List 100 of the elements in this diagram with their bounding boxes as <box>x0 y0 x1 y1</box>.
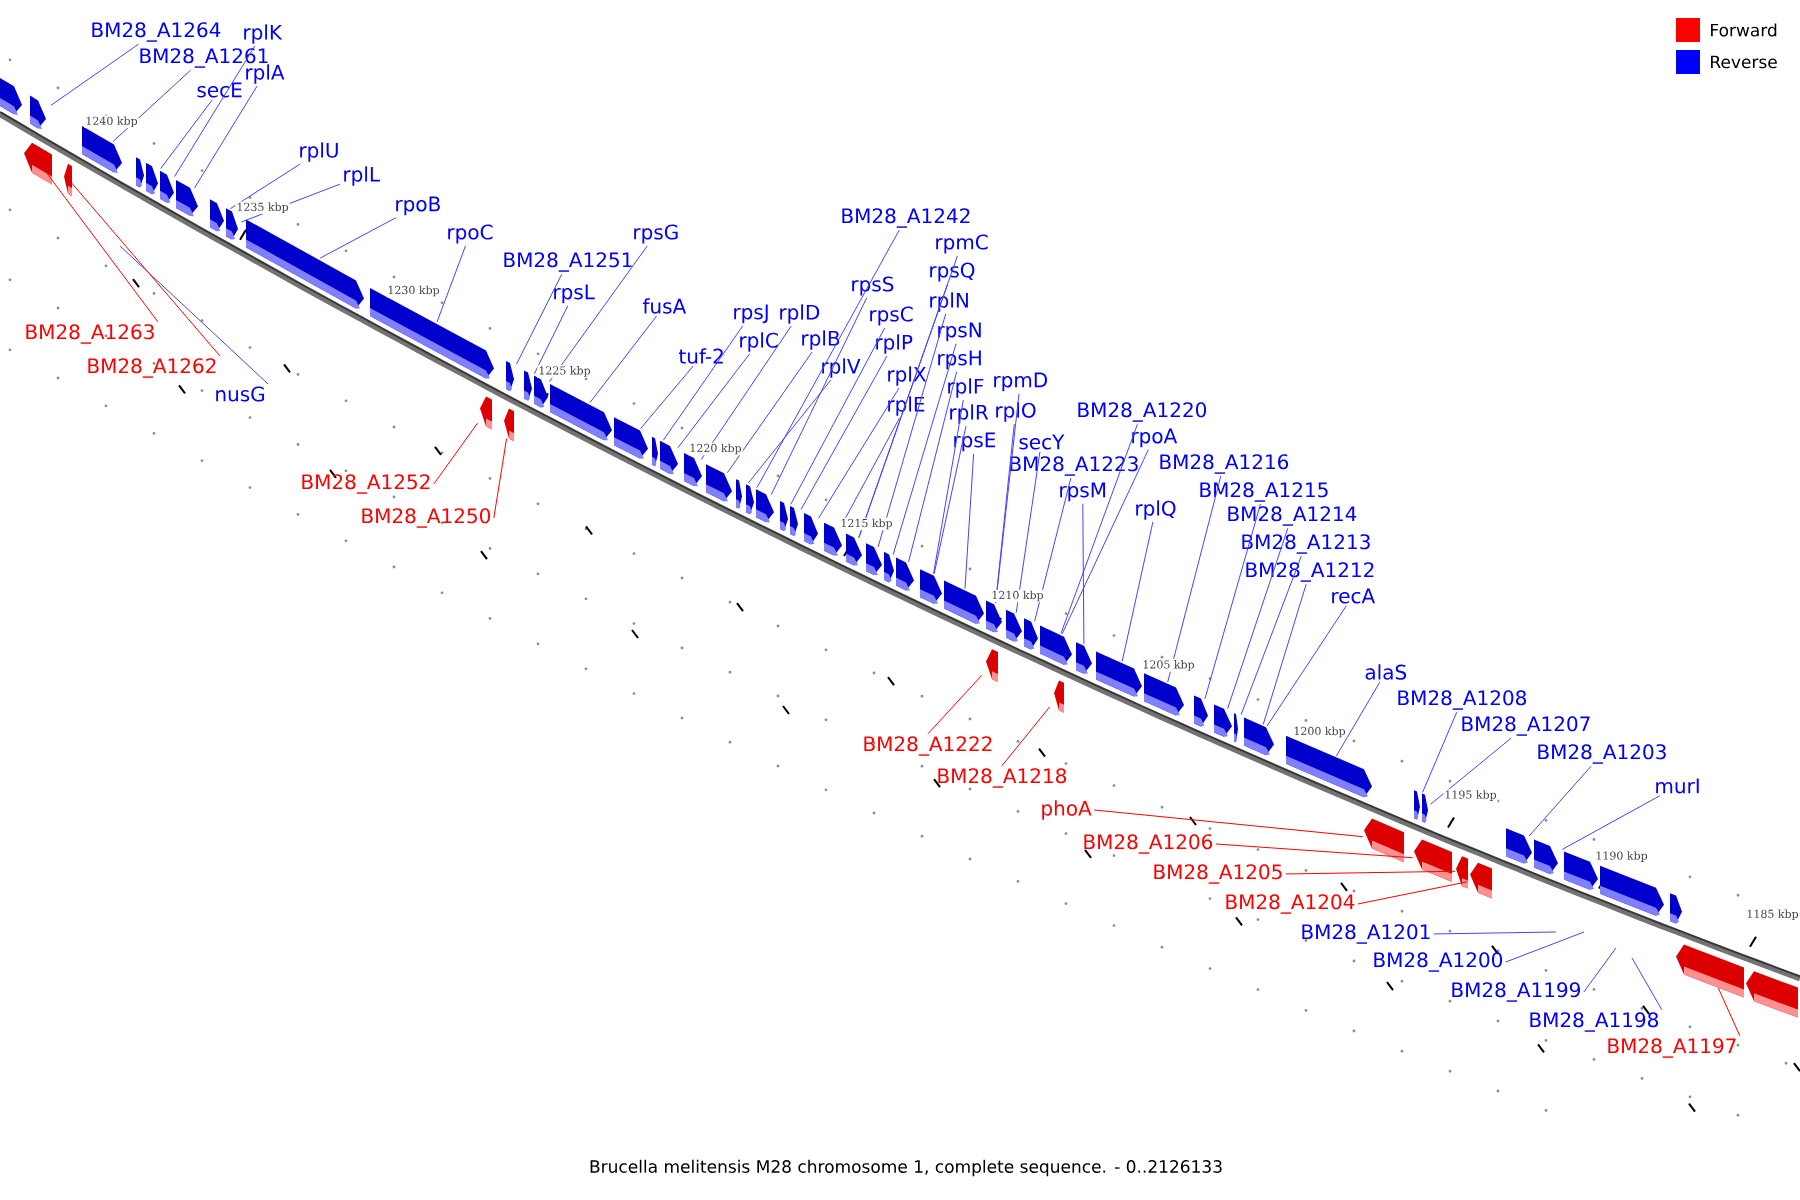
gene-block <box>1564 851 1598 890</box>
gene-label: BM28_A1199 <box>1452 982 1580 1002</box>
gene-label: rpsJ <box>734 304 768 324</box>
gene-label: secY <box>1019 434 1065 450</box>
gene-block <box>1456 856 1468 889</box>
leader-line <box>1631 957 1663 1011</box>
gene-block <box>1054 680 1064 713</box>
gene-label: BM28_A1205 <box>1154 864 1282 884</box>
gene-block <box>1006 609 1022 642</box>
gene-label: BM28_A1263 <box>26 324 154 344</box>
leader-line <box>1015 451 1041 614</box>
gene-block <box>524 370 532 401</box>
leader-line <box>1240 555 1302 715</box>
leader-line <box>119 245 269 385</box>
leader-line <box>1034 477 1072 622</box>
gene-label: secE <box>197 82 242 98</box>
gene-label: BM28_A1264 <box>92 22 221 42</box>
gene-block <box>246 219 364 309</box>
gene-block <box>780 501 788 531</box>
gene-block <box>884 551 894 583</box>
gene-block <box>1194 695 1208 727</box>
leader-line <box>1215 843 1414 859</box>
gene-label: recA <box>1332 588 1376 604</box>
gene-label: rplA <box>246 64 285 84</box>
gene-label: BM28_A1218 <box>938 768 1066 788</box>
gene-label: BM28_A1214 <box>1228 506 1357 526</box>
gene-label: rplK <box>244 24 283 44</box>
gene-label: BM28_A1207 <box>1462 716 1590 736</box>
leader-line <box>1167 475 1222 683</box>
gene-label: rplQ <box>1136 500 1176 520</box>
leader-line <box>1433 931 1557 935</box>
gene-block <box>1422 793 1428 823</box>
leader-line <box>858 283 949 539</box>
gene-block <box>652 436 658 467</box>
leader-line <box>1262 583 1307 725</box>
gene-label: fusA <box>642 298 687 314</box>
leader-line <box>1285 870 1456 875</box>
leader-line <box>50 43 139 106</box>
gene-label: rpsS <box>852 276 894 296</box>
leader-line <box>70 181 221 357</box>
legend-label: Forward <box>1711 23 1777 37</box>
gene-label: rpsL <box>554 284 595 304</box>
leader-line <box>756 229 900 489</box>
gene-block <box>1214 704 1232 737</box>
gene-block <box>0 78 22 115</box>
gene-label: BM28_A1215 <box>1200 482 1328 502</box>
gene-label: murI <box>1656 778 1699 794</box>
gene-block <box>1414 839 1452 882</box>
leader-line <box>877 313 947 548</box>
gene-block <box>846 533 862 566</box>
gene-label: BM28_A1250 <box>362 508 491 528</box>
leader-line <box>1561 795 1661 850</box>
gene-label: BM28_A1242 <box>842 208 970 228</box>
leader-line <box>726 351 813 474</box>
leader-line <box>533 305 569 375</box>
leader-line <box>1717 987 1741 1037</box>
gene-label: BM28_A1200 <box>1374 952 1503 972</box>
gene-block <box>550 384 612 441</box>
gene-block <box>30 95 46 129</box>
leader-line <box>1266 605 1347 727</box>
gene-label: BM28_A1252 <box>302 474 430 494</box>
leader-line <box>1430 737 1512 805</box>
leader-line <box>1061 449 1149 635</box>
gene-block <box>790 506 798 536</box>
leader-line <box>433 422 479 485</box>
gene-block <box>146 162 158 195</box>
gene-block <box>534 375 548 408</box>
gene-block <box>1746 971 1798 1018</box>
leader-line <box>933 425 967 575</box>
gene-label: rpsG <box>634 224 678 244</box>
leader-line <box>46 173 159 323</box>
leader-line <box>1422 711 1458 793</box>
gene-block <box>746 484 754 515</box>
leader-line <box>1093 809 1364 838</box>
leader-line <box>1204 503 1261 700</box>
leader-line <box>174 45 256 177</box>
gene-label: rpsM <box>1060 482 1106 502</box>
gene-label: rpmC <box>936 234 988 254</box>
leader-line <box>1001 706 1051 767</box>
gene-block <box>1506 828 1532 864</box>
leader-line <box>549 245 648 383</box>
leader-line <box>1583 947 1617 993</box>
leader-line <box>927 674 983 735</box>
gene-block <box>1096 651 1142 697</box>
gene-block <box>1364 818 1404 863</box>
gene-label: BM28_A1212 <box>1246 562 1374 582</box>
leader-line <box>229 163 301 210</box>
gene-block <box>1244 717 1274 756</box>
gene-label: rpsQ <box>930 262 975 282</box>
gene-label: rpsN <box>938 322 981 342</box>
leader-line <box>1335 681 1381 757</box>
caption: Brucella melitensis M28 chromosome 1, complete sequence. - 0..2126133 <box>590 1159 1222 1177</box>
gene-label: BM28_A1206 <box>1084 834 1213 854</box>
leader-line <box>516 273 563 365</box>
leader-line <box>790 327 886 505</box>
gene-block <box>210 199 224 232</box>
gene-block <box>506 361 514 391</box>
gene-label: rpmD <box>994 372 1048 392</box>
leader-line <box>1082 503 1085 645</box>
leader-line <box>892 343 957 555</box>
